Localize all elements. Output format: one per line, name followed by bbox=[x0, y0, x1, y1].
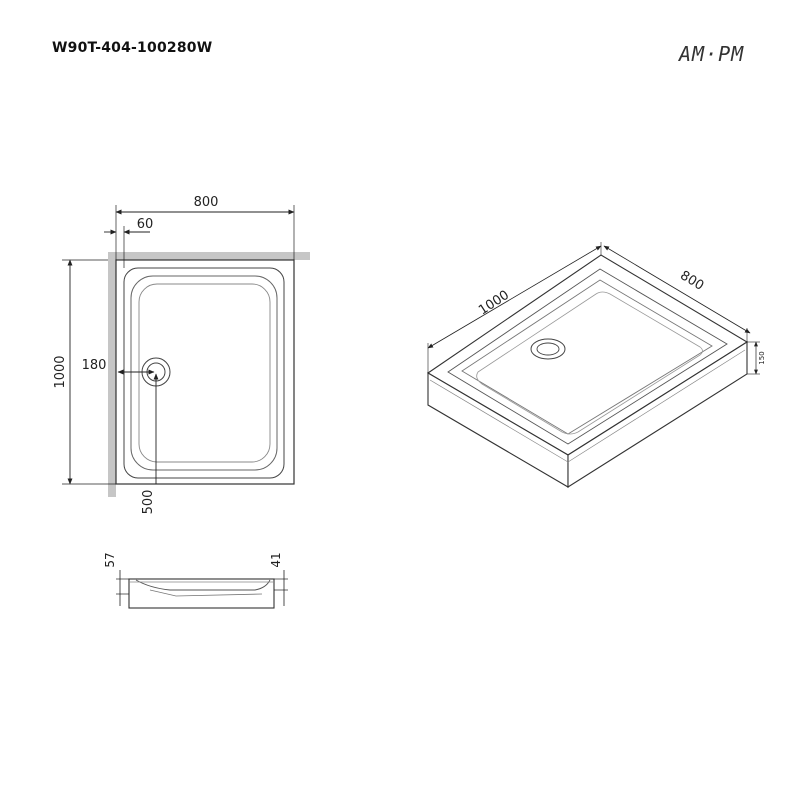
iso-front-right-line bbox=[567, 349, 746, 463]
side-left-height-label: 57 bbox=[103, 552, 117, 567]
wall-left bbox=[108, 252, 116, 497]
model-code: W90T-404-100280W bbox=[52, 40, 213, 56]
iso-length-label: 1000 bbox=[476, 288, 512, 319]
side-profile bbox=[128, 578, 275, 609]
wall-top bbox=[108, 252, 310, 260]
brand-logo: AM·PM bbox=[679, 42, 745, 66]
dim-drain-y-label: 500 bbox=[141, 490, 156, 515]
dim-offset-label: 60 bbox=[137, 217, 154, 232]
iso-drain-inner bbox=[536, 342, 560, 356]
iso-width-label: 800 bbox=[677, 268, 706, 294]
dim-width-label: 800 bbox=[194, 195, 219, 210]
isometric-view: 1000 800 150 bbox=[426, 242, 766, 488]
side-basin-curve bbox=[135, 579, 271, 591]
iso-dim-line-width bbox=[603, 245, 751, 334]
side-view: 57 41 bbox=[103, 552, 288, 609]
top-view: 800 60 1000 180 500 bbox=[53, 195, 310, 514]
side-right-height-label: 41 bbox=[269, 552, 283, 567]
iso-height-label: 150 bbox=[758, 351, 766, 364]
iso-dim-line-length bbox=[427, 245, 602, 349]
iso-front-left-line bbox=[429, 379, 569, 463]
side-basin-slope bbox=[149, 589, 263, 597]
dim-length-label: 1000 bbox=[53, 355, 68, 388]
dim-drain-x-label: 180 bbox=[82, 358, 107, 373]
